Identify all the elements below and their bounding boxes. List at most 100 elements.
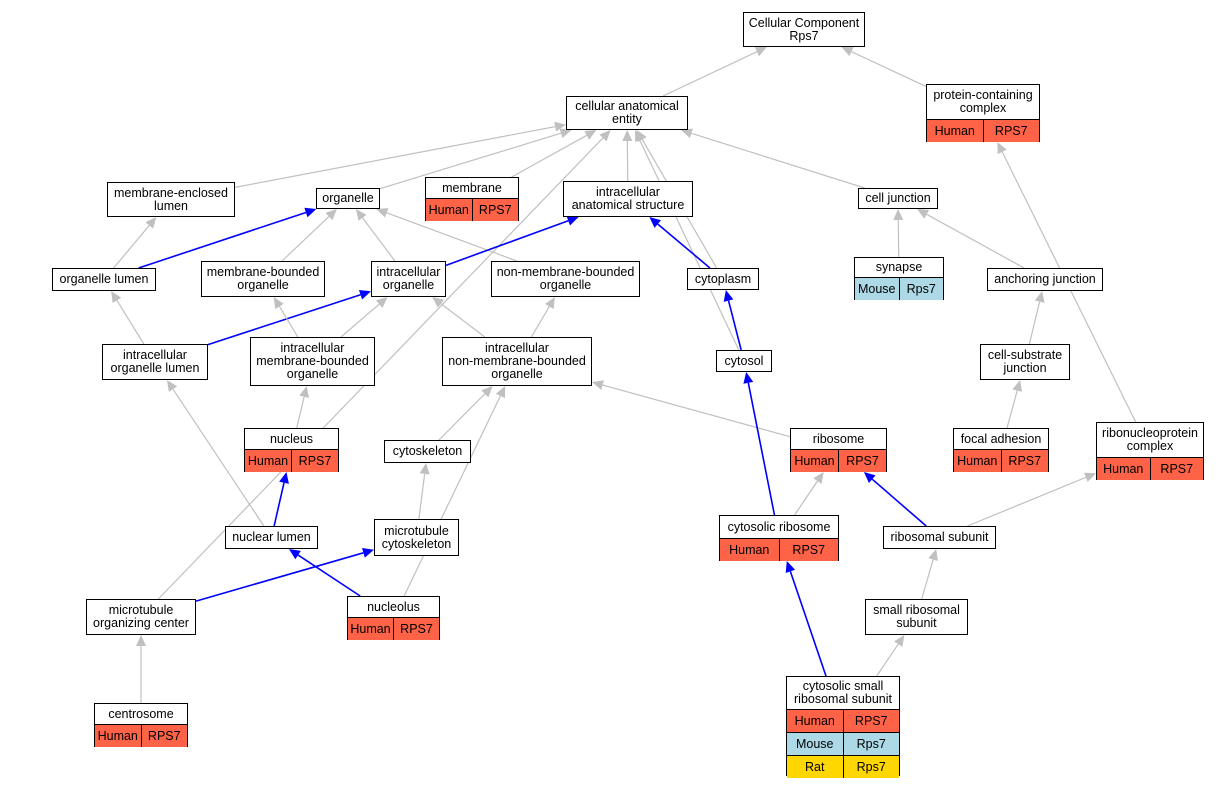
node-olumen: organelle lumen bbox=[52, 268, 156, 291]
edge-line bbox=[789, 571, 827, 677]
edge-nlumen-to-iol bbox=[166, 380, 265, 527]
edge-inmbo-to-nmbo bbox=[530, 297, 555, 338]
edge-line bbox=[602, 384, 791, 438]
arrow-head bbox=[635, 130, 645, 143]
arrow-head bbox=[111, 291, 122, 303]
species-cell: Rat bbox=[805, 760, 825, 774]
edge-cssu-to-ssu bbox=[876, 635, 905, 677]
edge-line bbox=[657, 223, 711, 269]
arrow-head bbox=[928, 549, 938, 561]
edge-csj-to-anchjunc bbox=[1028, 291, 1045, 345]
edge-centrosome-to-mtoc bbox=[136, 635, 146, 703]
edge-inmbo-to-iorg bbox=[432, 297, 486, 338]
node-label: anchoring junction bbox=[994, 272, 1096, 286]
arrow-head bbox=[592, 380, 604, 390]
arrow-head bbox=[813, 472, 824, 484]
node-label: cytosol bbox=[724, 353, 764, 368]
node-imbo: intracellular membrane-bounded organelle bbox=[250, 337, 375, 386]
node-label: microtubule organizing center bbox=[93, 603, 189, 630]
node-mbo: membrane-bounded organelle bbox=[201, 261, 325, 297]
node-label: ribonucleoprotein complex bbox=[1102, 426, 1198, 453]
arrow-head bbox=[841, 47, 854, 57]
node-root: Cellular Component Rps7 bbox=[743, 12, 865, 47]
species-cell: Human bbox=[794, 454, 835, 468]
node-label: centrosome bbox=[108, 706, 174, 721]
arrow-head bbox=[1083, 472, 1096, 482]
arrow-head bbox=[566, 216, 579, 226]
arrow-head bbox=[863, 472, 876, 483]
edge-line bbox=[195, 552, 364, 602]
edge-line bbox=[116, 300, 145, 345]
edge-line bbox=[172, 388, 265, 527]
edge-iorg-to-ias bbox=[445, 216, 579, 267]
node-label: protein-containing complex bbox=[933, 88, 1033, 115]
node-label: membrane-bounded organelle bbox=[206, 265, 320, 292]
gene-cell: RPS7 bbox=[982, 120, 1040, 142]
node-label: organelle bbox=[322, 191, 374, 205]
arrow-head bbox=[622, 130, 633, 142]
node-cae: cellular anatomical entity bbox=[566, 96, 688, 130]
edge-mtoc-to-cae bbox=[157, 130, 611, 600]
edge-line bbox=[530, 306, 550, 338]
gene-cell: RPS7 bbox=[1149, 458, 1204, 480]
edge-line bbox=[662, 51, 758, 97]
arrow-head bbox=[355, 209, 367, 221]
arrow-head bbox=[136, 635, 146, 646]
node-ias: intracellular anatomical structure bbox=[563, 181, 693, 217]
node-label: cell-substrate junction bbox=[987, 348, 1063, 375]
edge-organelle-to-cae bbox=[379, 128, 572, 190]
species-cell: Human bbox=[957, 454, 998, 468]
node-label: focal adhesion bbox=[960, 431, 1042, 446]
node-label: ribosome bbox=[812, 431, 865, 446]
arrow-head bbox=[599, 130, 611, 142]
gene-cell: RPS7 bbox=[1000, 450, 1049, 472]
edge-imbo-to-mbo bbox=[273, 297, 299, 338]
node-label: nuclear lumen bbox=[232, 530, 311, 544]
species-cell: Human bbox=[428, 203, 469, 217]
arrow-head bbox=[545, 297, 555, 310]
edge-line bbox=[639, 139, 740, 351]
species-row: Human RPS7 bbox=[927, 119, 1039, 142]
edge-nucleolus-to-nlumen bbox=[288, 549, 361, 597]
edge-iorg-to-organelle bbox=[355, 209, 396, 262]
node-label: cytosolic small ribosomal subunit bbox=[794, 679, 892, 706]
node-label: cellular anatomical entity bbox=[575, 99, 679, 126]
node-ssu: small ribosomal subunit bbox=[865, 599, 968, 635]
edge-nucleus-to-imbo bbox=[296, 386, 310, 429]
node-label: small ribosomal subunit bbox=[873, 603, 960, 630]
gene-cell: Rps7 bbox=[898, 278, 944, 300]
edge-line bbox=[851, 51, 927, 87]
edge-membrane-to-cae bbox=[511, 130, 597, 178]
species-cell: Human bbox=[350, 622, 391, 636]
edge-cytoplasm-to-ias bbox=[649, 217, 711, 269]
node-label: intracellular organelle lumen bbox=[110, 348, 200, 375]
arrow-head bbox=[299, 386, 310, 398]
arrow-head bbox=[304, 207, 317, 218]
arrow-head bbox=[1012, 380, 1023, 392]
edge-cssu-to-cytoribo bbox=[785, 561, 827, 677]
edge-cytoribo-to-cytosol bbox=[743, 372, 776, 516]
arrow-head bbox=[419, 463, 430, 475]
node-ribosub: ribosomal subunit bbox=[883, 526, 996, 549]
edge-line bbox=[921, 559, 934, 600]
species-cell: Human bbox=[934, 124, 975, 138]
edge-pcc-to-root bbox=[841, 47, 927, 87]
edge-line bbox=[794, 480, 818, 516]
edge-line bbox=[440, 303, 486, 338]
node-label: nucleus bbox=[269, 431, 314, 446]
gene-cell: RPS7 bbox=[393, 618, 439, 640]
edge-nmbo-to-organelle bbox=[376, 208, 518, 262]
edge-line bbox=[876, 643, 899, 677]
edge-line bbox=[234, 126, 556, 188]
arrow-head bbox=[680, 128, 693, 139]
